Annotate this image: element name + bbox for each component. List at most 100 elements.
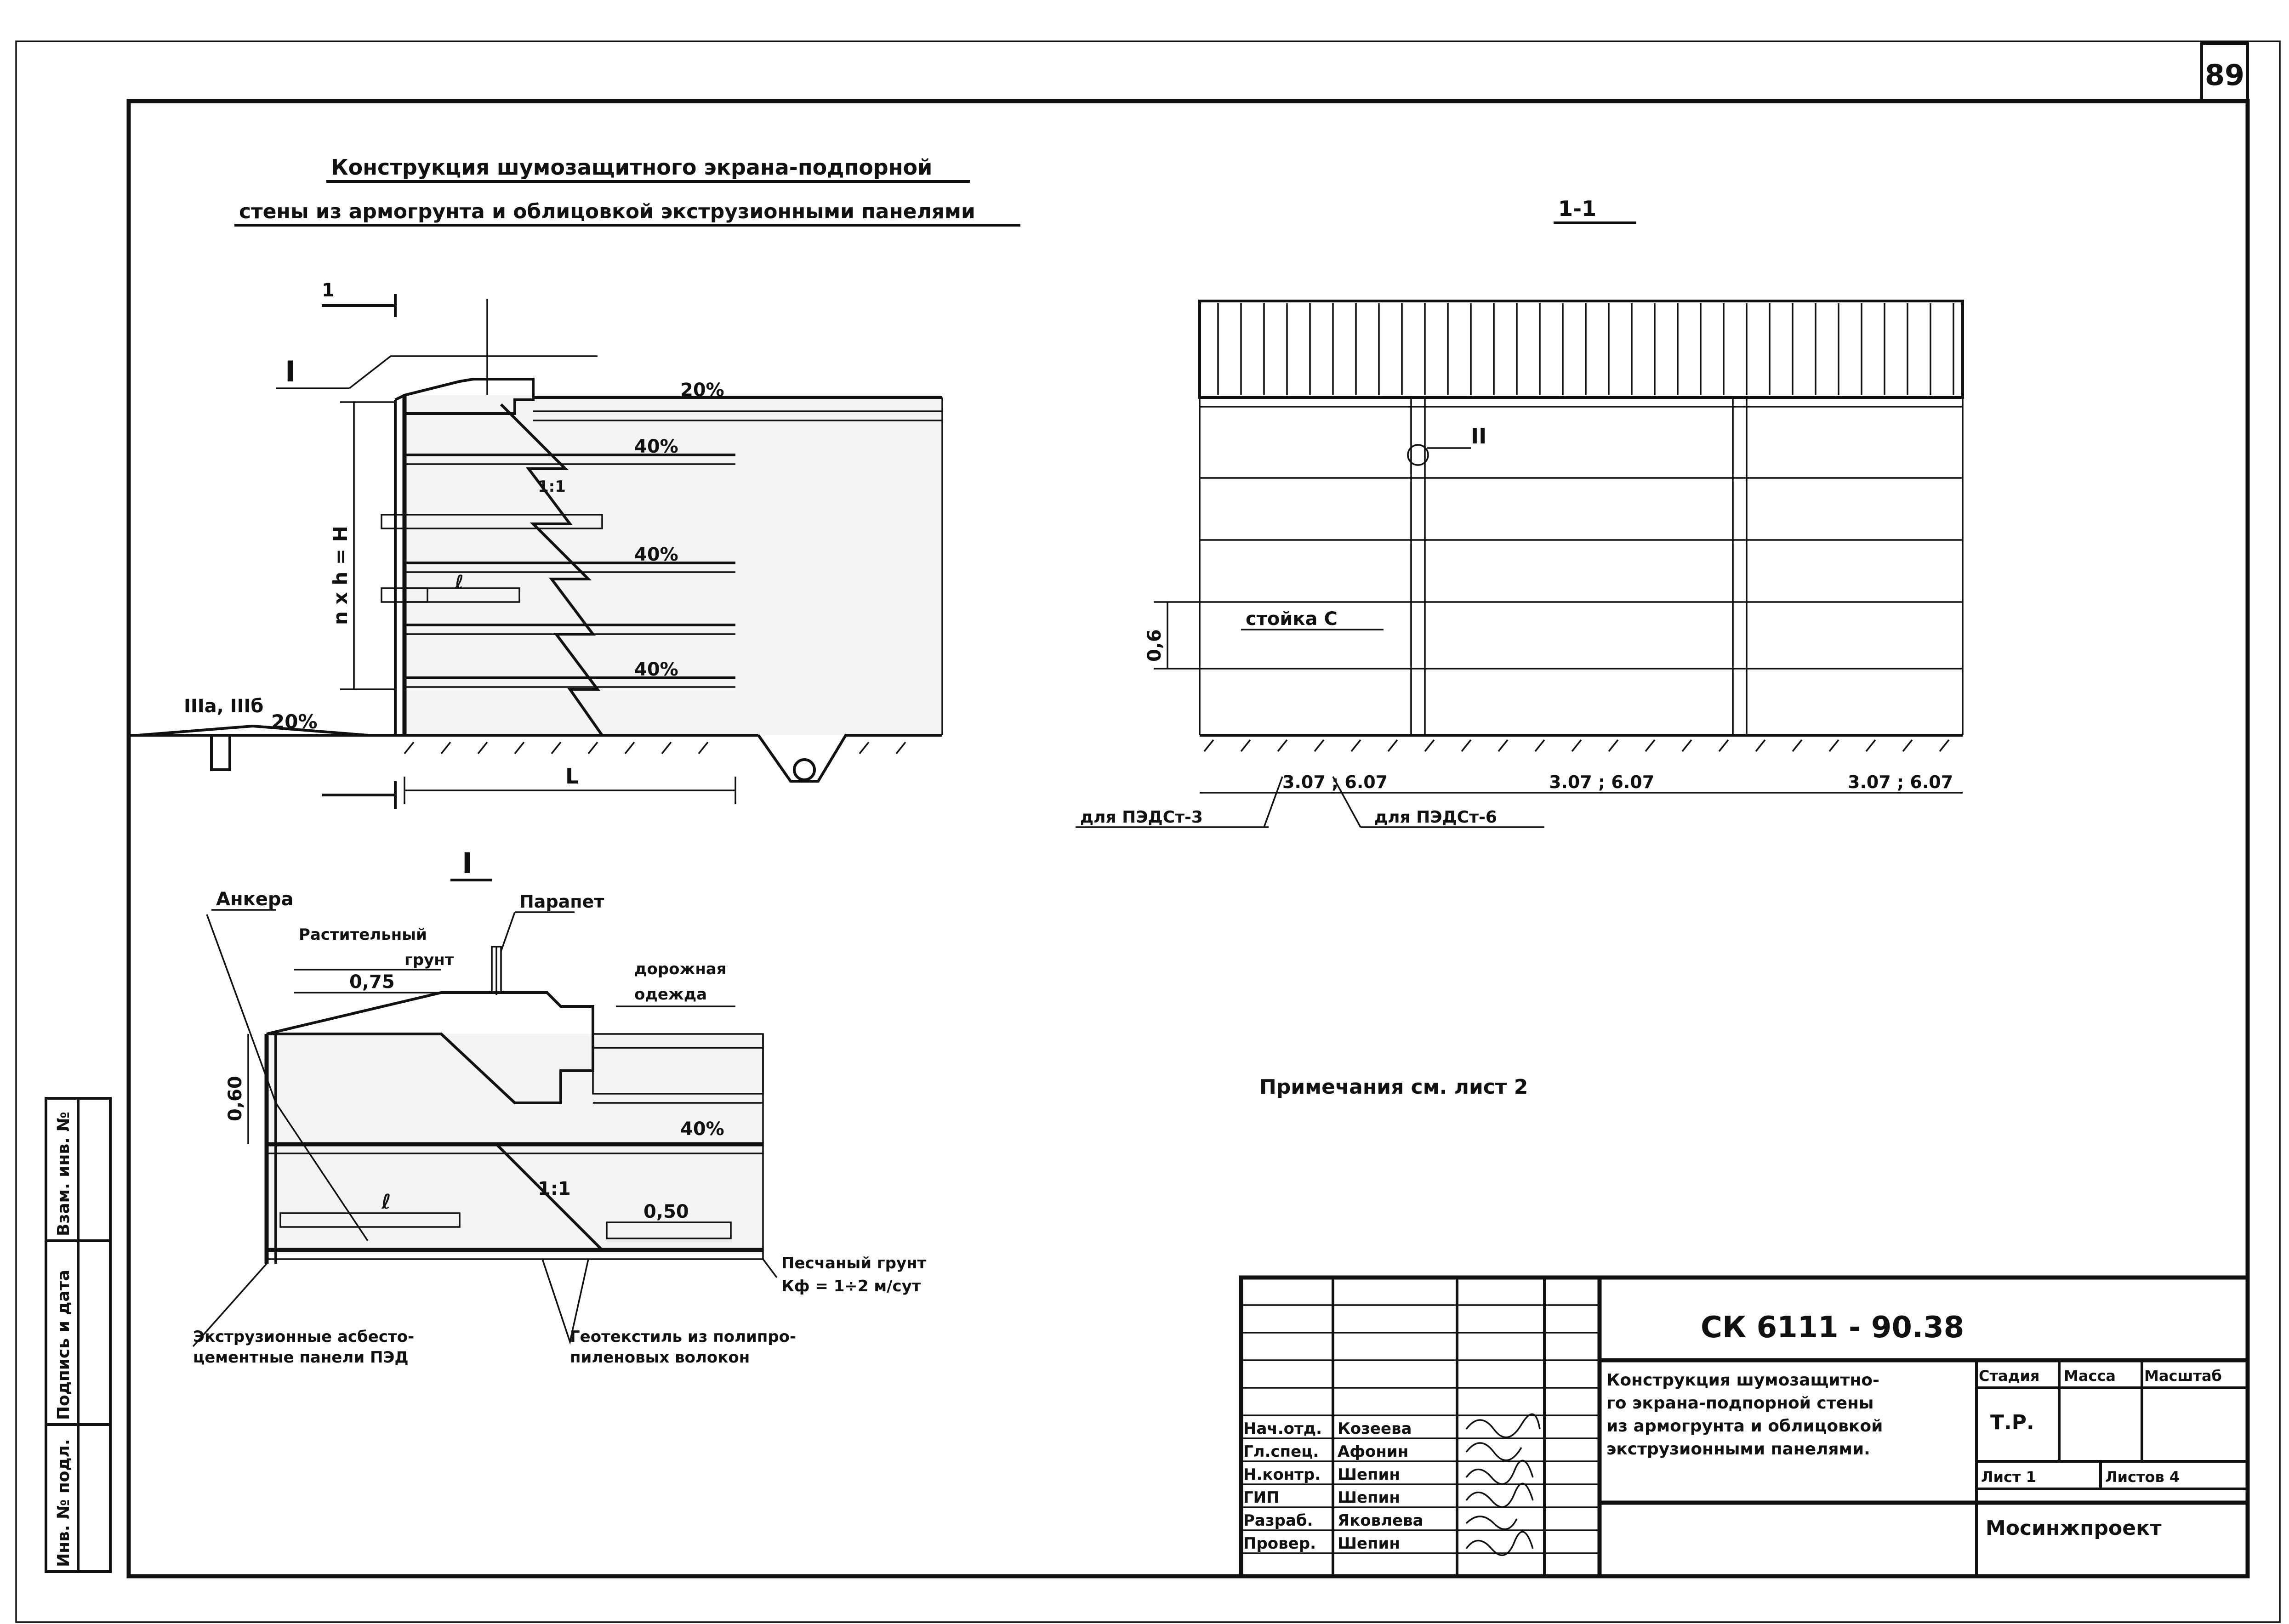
detail-road-1: дорожная xyxy=(634,960,727,978)
detail-panels-2: цементные панели ПЭД xyxy=(193,1348,409,1367)
main-section-view: n x h = H L 1 I 20% 40% 40% 40% 1:1 ℓ 20… xyxy=(129,280,943,809)
ground-hatch xyxy=(1498,739,1509,752)
panel-height: 0,6 xyxy=(1144,629,1165,662)
detail-anchor-length: ℓ xyxy=(381,1190,391,1214)
detail-plant-soil-1: Растительный xyxy=(299,926,427,944)
title-line-1: Конструкция шумозащитного экрана-подпорн… xyxy=(331,155,932,180)
section-1-1: 1-1 II стойка С 0,6 3.07 ; 6.07 3.07 ; 6 xyxy=(1076,196,1964,828)
anchor-length-main: ℓ xyxy=(455,572,464,593)
detail-dim-060: 0,60 xyxy=(225,1076,246,1121)
layer-slope-2: 40% xyxy=(634,544,678,565)
stamp-mass-h: Масса xyxy=(2064,1367,2116,1385)
role-5: Разраб. xyxy=(1243,1511,1313,1530)
section-label: 1-1 xyxy=(1558,196,1596,221)
detail-road-2: одежда xyxy=(634,985,707,1004)
ground-hatch xyxy=(1240,739,1251,752)
detail-plant-soil-2: грунт xyxy=(404,951,454,969)
detail-dim-050: 0,50 xyxy=(643,1201,689,1222)
detail-slope: 40% xyxy=(680,1119,724,1140)
height-label: n x h = H xyxy=(329,526,352,625)
title-line-2: стены из армогрунта и облицовкой экструз… xyxy=(239,200,975,223)
stamp-desc-1: Конструкция шумозащитно- xyxy=(1606,1371,1879,1390)
layer-slope-1: 40% xyxy=(634,436,678,457)
name-1: Козеева xyxy=(1338,1420,1412,1438)
drain-refs: IIIа, IIIб xyxy=(184,696,263,717)
role-4: ГИП xyxy=(1243,1488,1280,1507)
name-5: Яковлева xyxy=(1338,1511,1424,1530)
signatures xyxy=(1465,1413,1541,1556)
side-sign-label: Подпись и дата xyxy=(54,1270,73,1420)
slope-left: 20% xyxy=(271,710,318,733)
side-replace-label: Взам. инв. № xyxy=(54,1112,73,1236)
stamp-sheets: Листов 4 xyxy=(2105,1468,2180,1486)
ground-hatch xyxy=(1681,739,1692,752)
name-4: Шепин xyxy=(1338,1488,1400,1507)
post-label: стойка С xyxy=(1246,608,1338,630)
title-block: СК 6111 - 90.38 Конструкция шумозащитно-… xyxy=(1239,1275,2250,1579)
name-6: Шепин xyxy=(1338,1534,1400,1553)
detail-parapet: Парапет xyxy=(519,891,604,912)
ground-hatch xyxy=(1350,739,1361,752)
ground-hatch xyxy=(1939,739,1950,752)
ground-hatch xyxy=(1387,739,1398,752)
stamp-stage-h: Стадия xyxy=(1979,1367,2039,1385)
ground-hatch xyxy=(1902,739,1913,752)
detail-geo-2: пиленовых волокон xyxy=(570,1348,750,1367)
detail-title: I xyxy=(462,846,473,880)
ground-hatch xyxy=(1865,739,1876,752)
base-label: L xyxy=(565,764,579,789)
detail-sand-1: Песчаный грунт xyxy=(781,1254,927,1272)
role-6: Провер. xyxy=(1243,1534,1316,1553)
detail-geo-1: Геотекстиль из полипро- xyxy=(570,1328,796,1346)
ground-hatch xyxy=(1571,739,1582,752)
detail-sand-2: Кф = 1÷2 м/сут xyxy=(781,1277,921,1295)
stamp-org: Мосинжпроект xyxy=(1986,1516,2162,1540)
note-ped-6: для ПЭДСт-6 xyxy=(1374,808,1497,827)
role-1: Нач.отд. xyxy=(1243,1420,1322,1438)
side-inv-label: Инв. № подл. xyxy=(54,1439,73,1567)
note-text: Примечания см. лист 2 xyxy=(1259,1075,1528,1099)
name-2: Афонин xyxy=(1338,1442,1408,1461)
ratio-main: 1:1 xyxy=(538,477,566,496)
ground-hatch xyxy=(1203,739,1214,752)
ground-hatch xyxy=(1461,739,1472,752)
stamp-scale-h: Масштаб xyxy=(2144,1367,2222,1385)
name-3: Шепин xyxy=(1338,1465,1400,1484)
detail-ratio: 1:1 xyxy=(538,1178,571,1199)
note-ped-3: для ПЭДСт-3 xyxy=(1080,808,1203,827)
ground-hatch xyxy=(1828,739,1839,752)
sheet-number-box xyxy=(2200,42,2249,102)
span-3: 3.07 ; 6.07 xyxy=(1848,772,1953,792)
sheet-number: 89 xyxy=(2205,58,2244,92)
detail-panels-1: Экструзионные асбесто- xyxy=(193,1328,414,1346)
stamp-code: СК 6111 - 90.38 xyxy=(1701,1311,1964,1345)
stamp-stage: Т.Р. xyxy=(1990,1411,2034,1434)
ground-hatch xyxy=(1534,739,1545,752)
ground-hatch xyxy=(1424,739,1435,752)
detail-anchor: Анкера xyxy=(216,889,294,910)
ground-hatch xyxy=(1277,739,1288,752)
section-node-ref: II xyxy=(1471,424,1486,449)
detail-I: I 0,60 Анкера Парапет Растительный xyxy=(192,846,927,1367)
stamp-desc-4: экструзионными панелями. xyxy=(1606,1440,1870,1459)
ground-hatch xyxy=(1755,739,1766,752)
side-stamp: Инв. № подл. Подпись и дата Взам. инв. № xyxy=(45,1097,112,1573)
ground-hatch xyxy=(1792,739,1803,752)
node-ref-I: I xyxy=(285,355,296,388)
ground-hatch xyxy=(1718,739,1729,752)
cut-mark-top: 1 xyxy=(322,280,335,301)
inner-frame xyxy=(126,99,2250,1579)
role-3: Н.контр. xyxy=(1243,1465,1321,1484)
ground-hatch xyxy=(1645,739,1656,752)
ground-hatch xyxy=(1314,739,1325,752)
stamp-desc-3: из армогрунта и облицовкой xyxy=(1606,1417,1883,1436)
layer-slope-3: 40% xyxy=(634,659,678,680)
detail-dim-075: 0,75 xyxy=(349,971,395,993)
outer-frame xyxy=(15,40,2281,1623)
stamp-desc-2: го экрана-подпорной стены xyxy=(1606,1394,1873,1413)
ground-hatch xyxy=(1608,739,1619,752)
stamp-sheet: Лист 1 xyxy=(1981,1468,2036,1486)
role-2: Гл.спец. xyxy=(1243,1442,1319,1461)
slope-top: 20% xyxy=(680,380,724,401)
